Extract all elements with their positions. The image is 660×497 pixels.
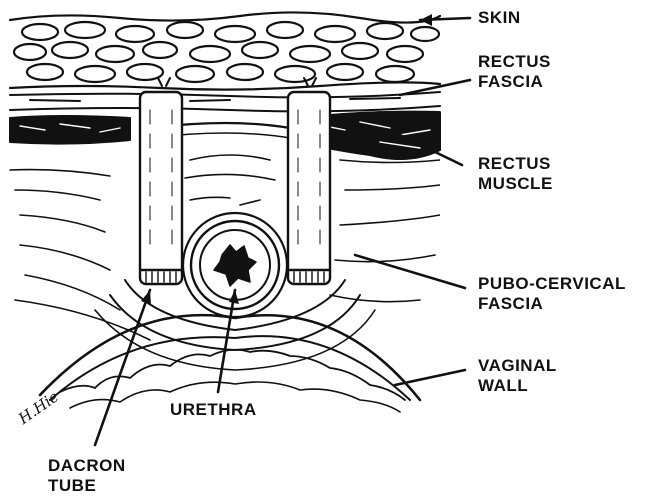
dacron-tube-right — [288, 78, 330, 284]
label-urethra: URETHRA — [170, 400, 257, 420]
label-skin: SKIN — [478, 8, 521, 28]
label-vaginal-wall: VAGINAL WALL — [478, 356, 557, 396]
label-pubo-cervical-fascia: PUBO-CERVICAL FASCIA — [478, 274, 626, 314]
dacron-tube-left — [140, 78, 182, 284]
skin-layer — [10, 12, 440, 89]
label-dacron-tube: DACRON TUBE — [48, 456, 126, 496]
artist-signature: H.Hie — [14, 387, 62, 428]
label-rectus-fascia: RECTUS FASCIA — [478, 52, 551, 92]
label-rectus-muscle: RECTUS MUSCLE — [478, 154, 553, 194]
rectus-muscle-layer — [10, 112, 440, 159]
rectus-fascia-layer — [10, 92, 440, 111]
